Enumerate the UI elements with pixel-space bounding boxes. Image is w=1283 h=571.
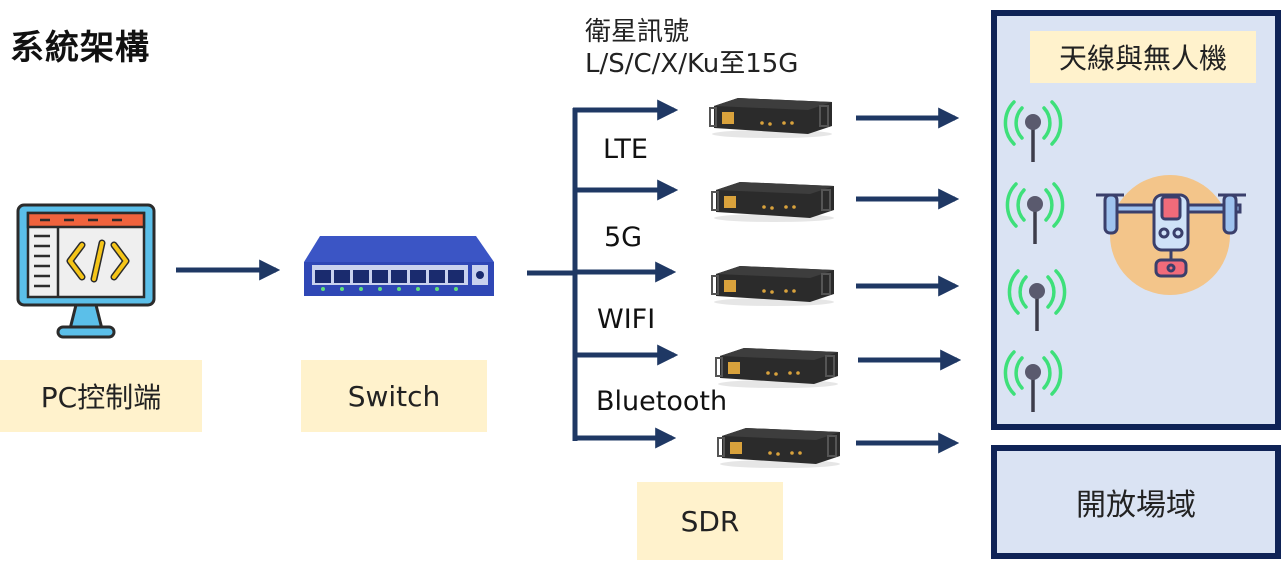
pc-label: PC控制端 (0, 360, 202, 432)
satellite-label-line1: 衛星訊號 (585, 17, 690, 47)
drone-icon (1094, 175, 1254, 295)
sdr-device-icon (710, 264, 838, 306)
antenna-icon (1004, 263, 1072, 335)
satellite-label-line2: L/S/C/X/Ku至15G (585, 49, 799, 79)
network-switch-icon (304, 234, 494, 296)
signal-label-wifi: WIFI (597, 304, 656, 335)
antenna-panel-title: 天線與無人機 (1030, 31, 1256, 83)
sdr-device-icon (716, 426, 844, 468)
sdr-device-icon (714, 346, 842, 388)
diagram-title: 系統架構 (10, 28, 150, 68)
sdr-device-icon (708, 96, 836, 138)
signal-label-5g: 5G (604, 222, 643, 253)
satellite-signal-label: 衛星訊號 L/S/C/X/Ku至15G (585, 16, 798, 80)
sdr-label: SDR (637, 482, 783, 560)
antenna-icon (1000, 344, 1068, 416)
switch-label: Switch (301, 360, 487, 432)
open-field-label: 開放場域 (1076, 488, 1196, 523)
antenna-icon (1002, 176, 1070, 248)
antenna-icon (1000, 94, 1068, 166)
sdr-device-icon (710, 180, 838, 222)
monitor-code-icon (16, 203, 156, 343)
signal-label-bluetooth: Bluetooth (596, 386, 728, 417)
signal-label-lte: LTE (603, 134, 648, 165)
open-field-panel: 開放場域 (991, 445, 1281, 559)
